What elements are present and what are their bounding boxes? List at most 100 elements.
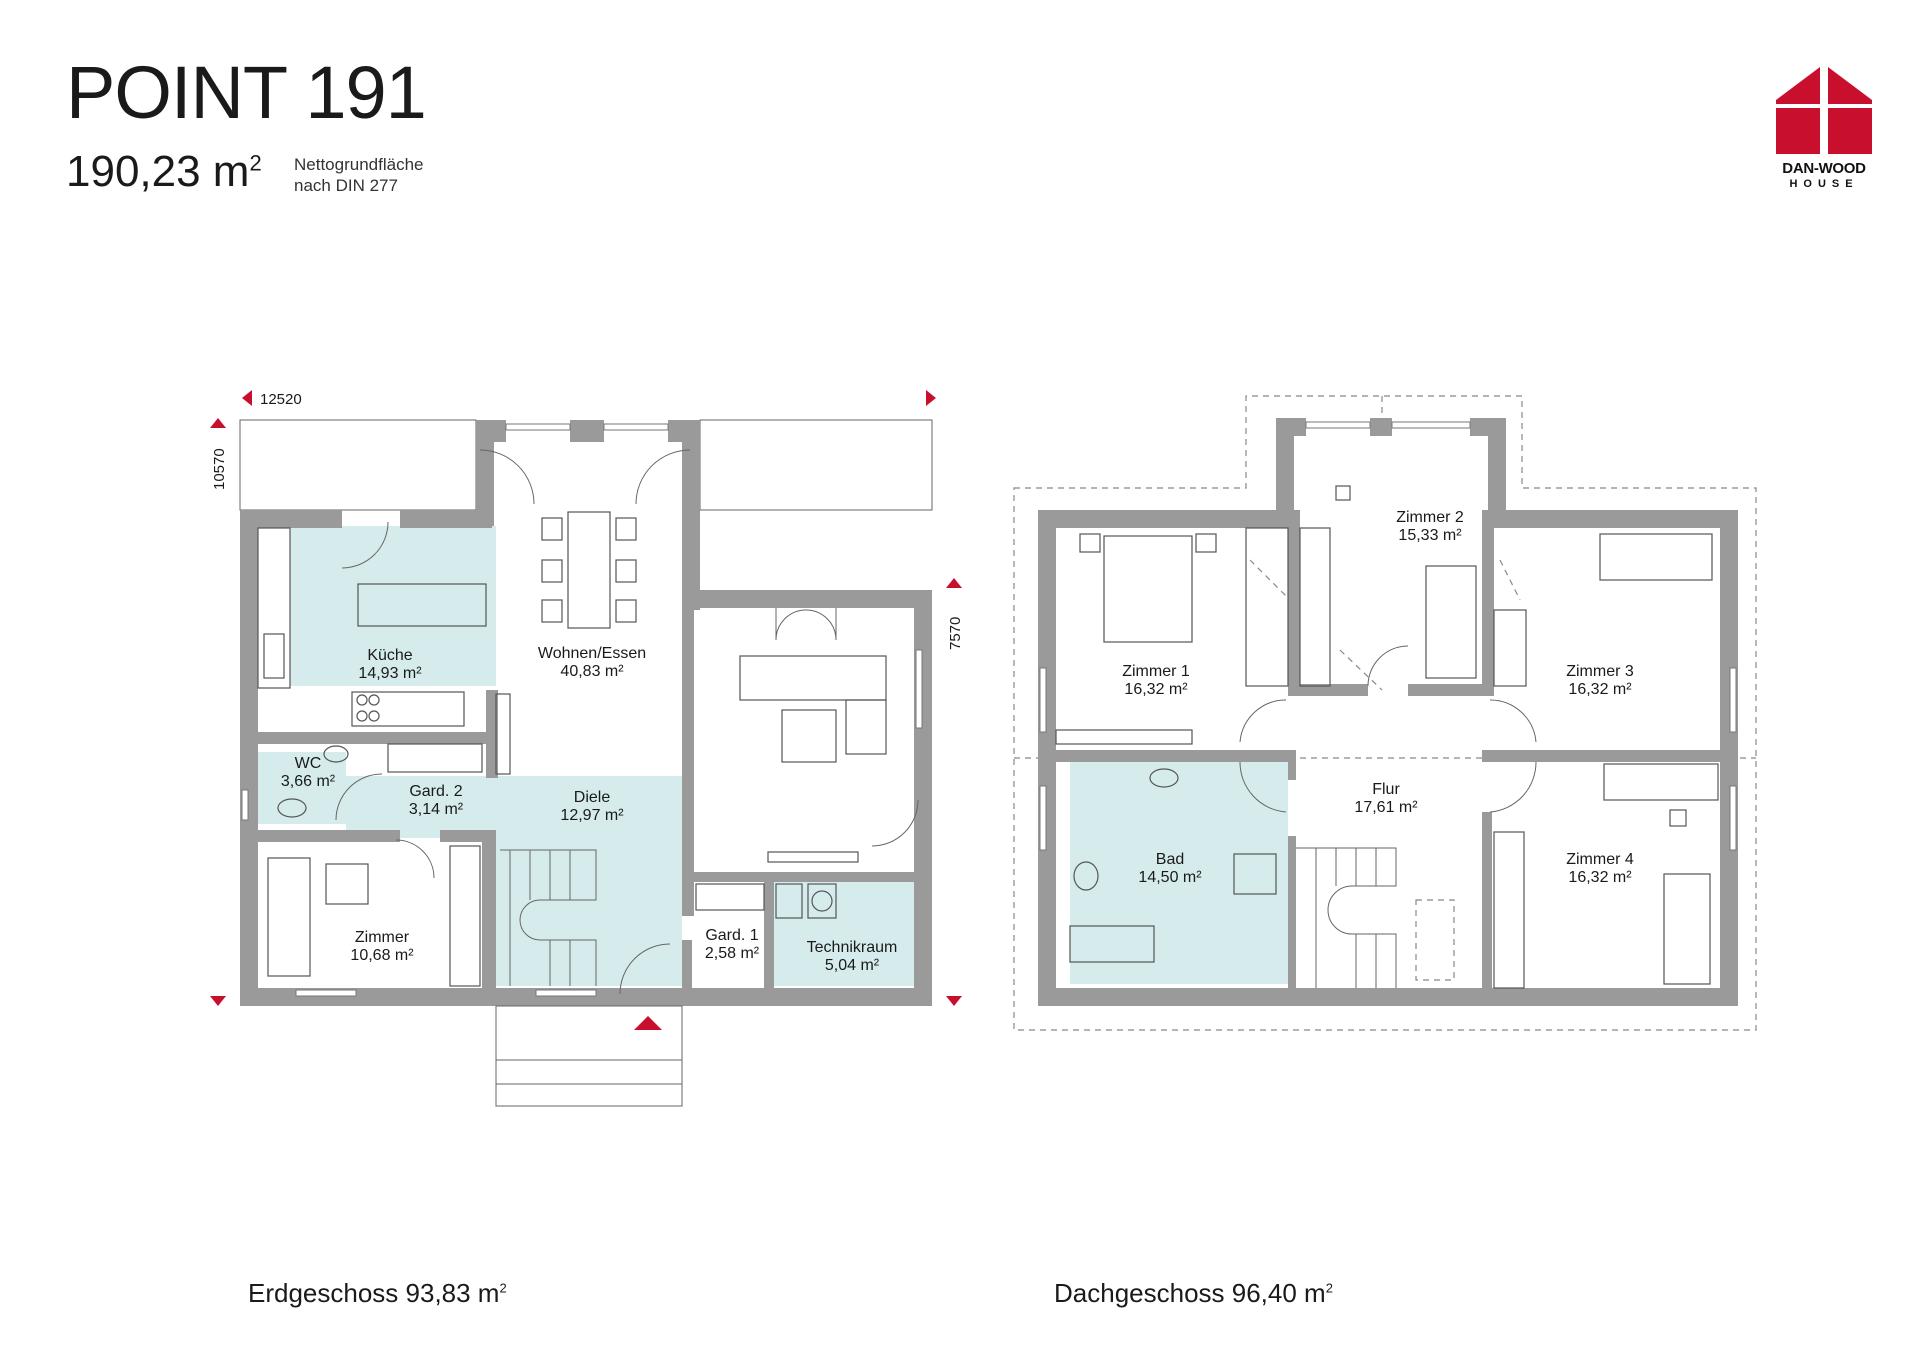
wall <box>682 872 932 882</box>
room-label: Zimmer 4 <box>1566 851 1634 868</box>
dimension-arrow-icon <box>210 996 226 1006</box>
sofa <box>739 655 887 701</box>
area-note: Nettogrundfläche nach DIN 277 <box>294 154 423 196</box>
wall <box>400 510 492 528</box>
wall <box>1488 510 1738 528</box>
wall <box>240 510 342 528</box>
wall <box>1482 510 1494 686</box>
total-area-exponent: 2 <box>249 150 262 176</box>
wall <box>570 420 604 442</box>
sink-icon <box>263 633 285 679</box>
terrace-left <box>239 419 477 511</box>
wall <box>1038 750 1288 762</box>
wall <box>240 988 932 1006</box>
wardrobe <box>1493 609 1527 687</box>
ground-floor-plan: 12520 10570 7570 Küche 14,93 m² Wohnen/E… <box>210 390 964 1107</box>
toilet-icon <box>1073 861 1099 891</box>
ground-floor-label-exponent: 2 <box>499 1280 507 1296</box>
wall <box>682 590 932 608</box>
wall <box>1276 418 1306 436</box>
dimension-arrow-icon <box>946 996 962 1006</box>
tile-bath <box>1070 762 1288 984</box>
door-arc <box>1239 761 1287 813</box>
boiler-icon <box>775 883 803 919</box>
door-arc <box>395 839 435 879</box>
upper-floor-label-exponent: 2 <box>1325 1280 1333 1296</box>
dimension-side: 7570 <box>947 617 964 650</box>
kitchen-row <box>351 691 465 727</box>
total-area: 190,23 m2 <box>66 150 262 194</box>
logo-subtitle: HOUSE <box>1789 178 1859 190</box>
chair <box>1669 809 1687 827</box>
room-area: 15,33 m² <box>1398 527 1462 544</box>
room-label: Technikraum <box>807 939 898 956</box>
terrace-right <box>699 419 933 511</box>
roof-outline <box>1013 395 1757 1031</box>
desk <box>1603 763 1719 801</box>
room-label: Gard. 2 <box>409 783 462 800</box>
room-label: Gard. 1 <box>705 927 758 944</box>
wardrobe <box>387 743 483 773</box>
wall <box>1288 510 1300 686</box>
room-area: 12,97 m² <box>560 807 624 824</box>
total-area-value: 190,23 m <box>66 147 250 196</box>
wall <box>1288 684 1368 696</box>
dimension-arrow-icon <box>242 390 252 406</box>
wall <box>1482 750 1738 762</box>
upper-floor-label: Dachgeschoss 96,40 m2 <box>1054 1278 1333 1309</box>
room-label: Bad <box>1156 851 1184 868</box>
page-title: POINT 191 <box>66 51 427 134</box>
wardrobe <box>695 883 765 911</box>
bed-icon <box>1425 565 1477 679</box>
coffee-table <box>781 709 837 763</box>
tile-wc <box>258 752 346 824</box>
room-label: Zimmer 2 <box>1396 509 1464 526</box>
dining-table <box>567 511 611 629</box>
door-arc <box>1489 699 1537 743</box>
door-arc <box>635 449 691 505</box>
entrance-steps <box>495 1005 683 1107</box>
wall <box>1408 684 1494 696</box>
room-area: 3,66 m² <box>281 773 336 790</box>
tile-diele <box>496 776 682 986</box>
stairs <box>1296 847 1397 988</box>
attic-hatch <box>1415 899 1455 981</box>
wall <box>1288 836 1296 996</box>
tile-technik <box>770 880 914 986</box>
bed-icon <box>1599 533 1713 581</box>
door-arc <box>1489 761 1537 813</box>
desk <box>325 863 369 905</box>
room-label: Diele <box>574 789 611 806</box>
room-area: 40,83 m² <box>560 663 624 680</box>
room-area: 16,32 m² <box>1568 681 1632 698</box>
door-arc <box>341 521 389 569</box>
wall <box>1038 510 1288 528</box>
kitchen-counter <box>257 527 291 689</box>
room-area: 16,32 m² <box>1568 869 1632 886</box>
wall <box>682 606 694 916</box>
room-area: 17,61 m² <box>1354 799 1418 816</box>
wall <box>1288 750 1296 780</box>
wall <box>486 690 498 778</box>
shower-icon <box>1233 853 1277 895</box>
house-logo-icon <box>1776 64 1872 154</box>
wall <box>1482 812 1492 996</box>
wardrobe <box>1245 527 1289 687</box>
wall <box>1370 418 1392 436</box>
wall <box>1488 418 1506 528</box>
room-label: Flur <box>1372 781 1400 798</box>
upper-floor-plan: Zimmer 2 15,33 m² Zimmer 1 16,32 m² Zimm… <box>1013 395 1757 1031</box>
dimension-width: 12520 <box>260 391 302 408</box>
wall <box>240 830 400 842</box>
basin-icon <box>1149 768 1179 788</box>
kitchen-island <box>357 583 487 627</box>
room-label: Zimmer 1 <box>1122 663 1190 680</box>
dimension-arrow-icon <box>946 578 962 588</box>
room-area: 14,50 m² <box>1138 869 1202 886</box>
door-arc <box>335 773 383 821</box>
area-note-line2: nach DIN 277 <box>294 176 398 195</box>
bed-icon <box>1663 873 1711 985</box>
door-arc <box>619 943 671 995</box>
stairs <box>500 849 597 986</box>
sideboard <box>767 851 859 863</box>
